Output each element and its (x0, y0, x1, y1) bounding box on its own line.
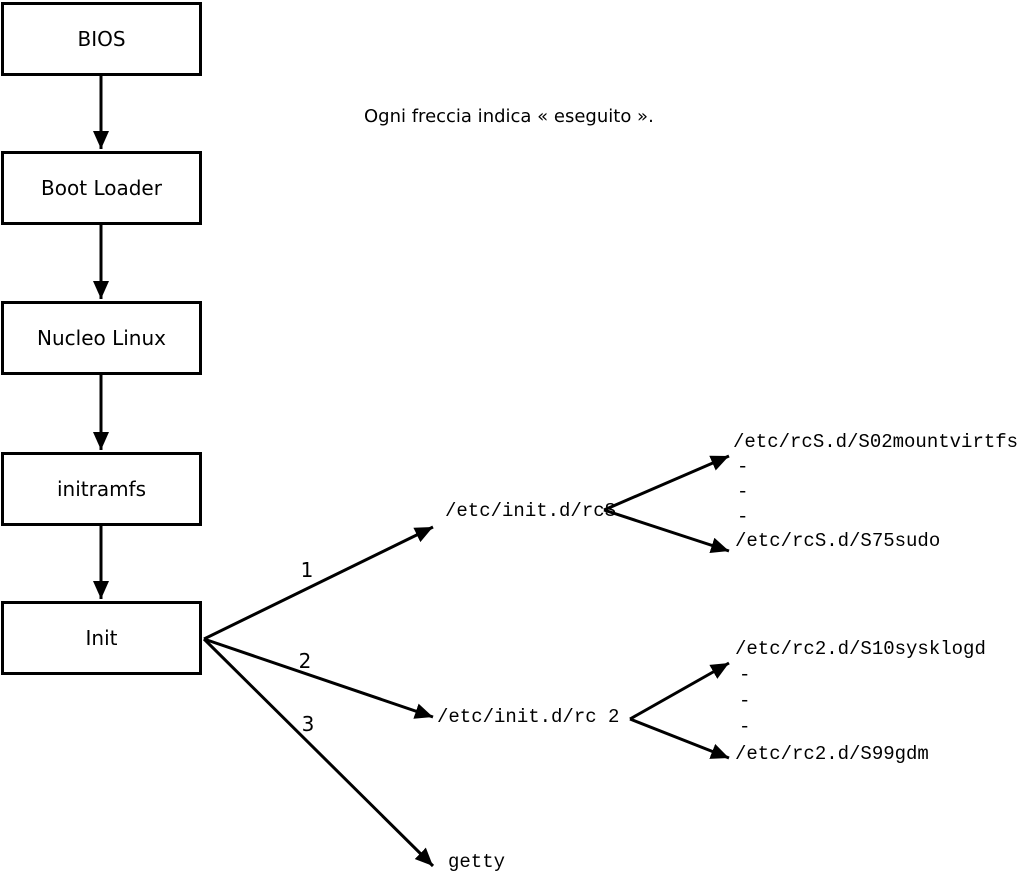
branch-number-3: 3 (301, 712, 315, 736)
node-boot-loader: Boot Loader (1, 151, 202, 225)
caption: Ogni freccia indica « eseguito ». (364, 106, 654, 127)
arrow-rc2-to-last-script (629, 717, 730, 760)
node-getty: getty (448, 851, 506, 873)
rcs-ellipsis-dash-3: - (737, 506, 749, 528)
node-init-label: Init (85, 626, 118, 650)
node-boot-loader-label: Boot Loader (41, 176, 162, 200)
node-bios: BIOS (1, 2, 202, 76)
arrow-init-to-getty (202, 637, 435, 868)
node-initramfs: initramfs (1, 452, 202, 526)
branch-number-2: 2 (298, 649, 312, 673)
rc2-ellipsis-dash-2: - (739, 690, 751, 712)
node-nucleo-linux: Nucleo Linux (1, 301, 202, 375)
node-rc2-first-script: /etc/rc2.d/S10sysklogd (735, 638, 986, 660)
node-initramfs-label: initramfs (56, 477, 147, 501)
node-rc2-last-script: /etc/rc2.d/S99gdm (735, 743, 929, 765)
node-bios-label: BIOS (77, 27, 126, 51)
arrow-init-to-rcs (203, 525, 434, 641)
rcs-ellipsis-dash-2: - (737, 481, 749, 503)
rc2-ellipsis-dash-3: - (739, 716, 751, 738)
node-etc-init-d-rc2: /etc/init.d/rc 2 (437, 706, 620, 728)
arrow-rc2-to-first-script (629, 661, 730, 721)
node-rcs-last-script: /etc/rcS.d/S75sudo (735, 530, 941, 552)
arrow-rcs-to-first-script (603, 454, 730, 512)
rcs-ellipsis-dash-1: - (737, 456, 749, 478)
node-init: Init (1, 601, 202, 675)
rc2-ellipsis-dash-1: - (739, 664, 751, 686)
branch-number-1: 1 (300, 558, 314, 582)
node-rcs-first-script: /etc/rcS.d/S02mountvirtfs (733, 431, 1019, 453)
node-etc-init-d-rcs: /etc/init.d/rcS (445, 500, 617, 522)
arrow-rcs-to-last-script (603, 508, 730, 553)
arrow-init-to-rc2 (203, 637, 434, 719)
node-nucleo-linux-label: Nucleo Linux (37, 326, 166, 350)
